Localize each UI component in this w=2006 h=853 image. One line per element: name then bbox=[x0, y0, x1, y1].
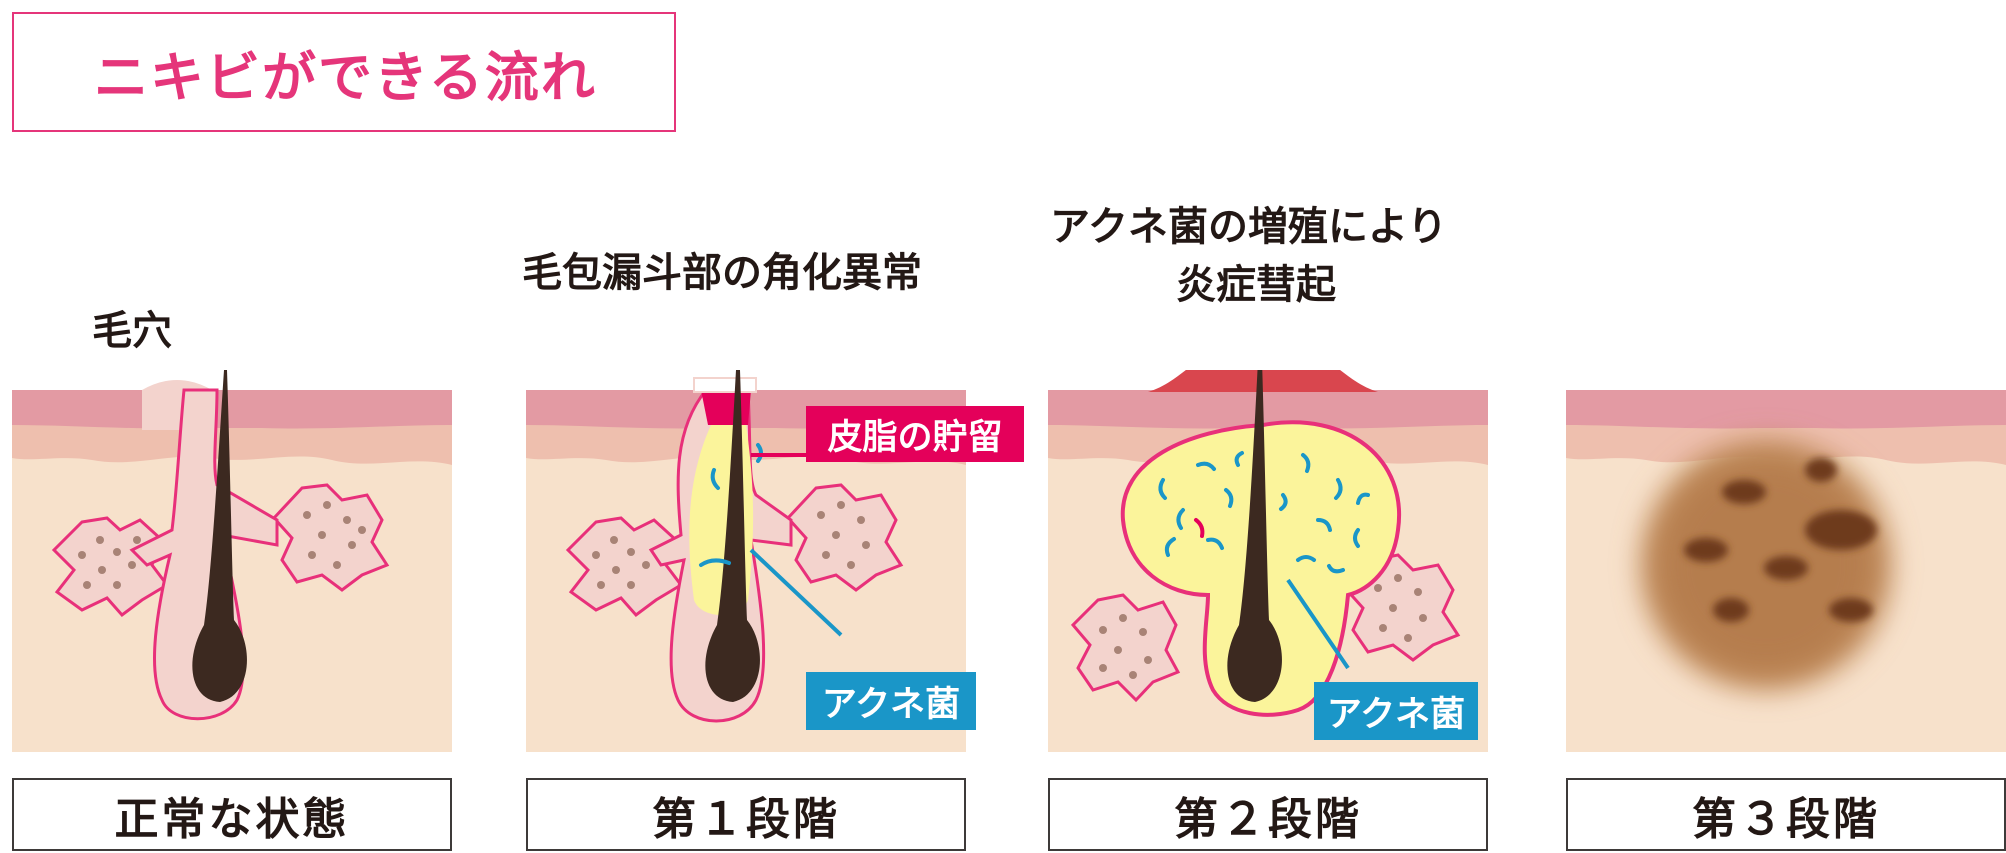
caption-stage1: 毛包漏斗部の角化異常 bbox=[522, 244, 922, 302]
caption-stage2-line1: アクネ菌の増殖により bbox=[1050, 198, 1447, 256]
caption-pore: 毛穴 bbox=[92, 302, 172, 360]
stage-label-stage2: 第２段階 bbox=[1048, 778, 1488, 851]
stage-label-normal: 正常な状態 bbox=[12, 778, 452, 851]
caption-stage2-line2: 炎症彗起 bbox=[1176, 256, 1336, 314]
label-sebum-retention: 皮脂の貯留 bbox=[806, 406, 1024, 462]
title-box: ニキビができる流れ bbox=[12, 12, 676, 132]
label-acne-bacteria-stage1: アクネ菌 bbox=[806, 672, 976, 730]
skin-panel-stage3 bbox=[1566, 370, 2006, 752]
stage-label-stage3: 第３段階 bbox=[1566, 778, 2006, 851]
stage-label-stage1: 第１段階 bbox=[526, 778, 966, 851]
keratin-plug bbox=[701, 390, 751, 425]
inflamed-bump bbox=[1148, 370, 1378, 392]
page-title: ニキビができる流れ bbox=[94, 33, 597, 112]
skin-panel-normal bbox=[12, 370, 452, 752]
label-acne-bacteria-stage2: アクネ菌 bbox=[1314, 682, 1478, 740]
